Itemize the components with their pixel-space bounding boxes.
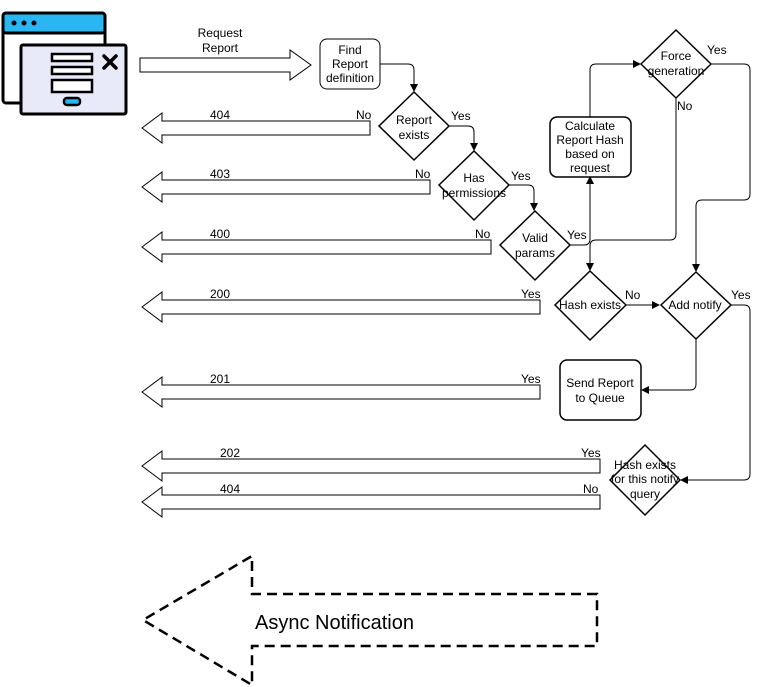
request-label-line2: Report xyxy=(202,41,239,55)
decision-valid-params: Valid params xyxy=(498,209,572,282)
svg-text:to Queue: to Queue xyxy=(575,391,625,405)
label-hash-exists-no: No xyxy=(625,288,641,302)
svg-text:Has: Has xyxy=(463,171,484,185)
response-arrow-shape xyxy=(141,171,431,203)
connectors xyxy=(380,60,751,484)
node-send-report-to-queue: Send Report to Queue xyxy=(559,359,642,421)
decision-has-permissions: Has permissions xyxy=(437,149,511,222)
response-arrow-shape xyxy=(141,450,601,482)
svg-text:Report: Report xyxy=(396,113,433,127)
edge-has-permissions-yes xyxy=(509,184,538,211)
svg-text:permissions: permissions xyxy=(442,186,506,200)
response-condition: No xyxy=(475,227,491,241)
svg-text:generation: generation xyxy=(648,64,705,78)
label-valid-params-yes: Yes xyxy=(567,228,587,242)
svg-text:Hash exists: Hash exists xyxy=(559,298,621,312)
response-arrow-shape xyxy=(141,112,371,144)
label-force-yes: Yes xyxy=(707,43,727,57)
response-code: 404 xyxy=(210,108,230,122)
response-code: 403 xyxy=(210,167,230,181)
node-calculate-report-hash: Calculate Report Hash based on request xyxy=(549,116,632,178)
svg-text:Hash exists: Hash exists xyxy=(614,458,676,472)
edge-add-notify-to-queue xyxy=(641,339,697,394)
response-condition: Yes xyxy=(521,372,541,386)
label-add-notify-yes: Yes xyxy=(731,288,751,302)
decision-report-exists: Report exists xyxy=(377,90,451,162)
response-condition: Yes xyxy=(521,287,541,301)
svg-text:Force: Force xyxy=(661,49,692,63)
async-notification-label: Async Notification xyxy=(255,612,414,634)
label-force-no: No xyxy=(677,99,693,113)
response-arrow-shape xyxy=(141,291,541,323)
response-code: 201 xyxy=(210,372,230,386)
svg-text:based on: based on xyxy=(565,147,614,161)
edge-valid-params-yes xyxy=(570,176,594,246)
request-arrow: Request Report xyxy=(139,26,312,81)
response-code: 404 xyxy=(220,482,240,496)
edge-add-notify-yes xyxy=(680,304,751,484)
async-notification-arrow: Async Notification xyxy=(140,553,599,687)
label-report-exists-yes: Yes xyxy=(451,109,471,123)
response-arrow-shape xyxy=(141,231,492,263)
response-code: 400 xyxy=(210,227,230,241)
response-code: 202 xyxy=(220,446,240,460)
svg-text:Valid: Valid xyxy=(522,231,548,245)
svg-text:request: request xyxy=(570,161,611,175)
response-condition: Yes xyxy=(581,446,601,460)
svg-text:query: query xyxy=(630,487,660,501)
response-condition: No xyxy=(415,167,431,181)
label-has-permissions-yes: Yes xyxy=(511,169,531,183)
node-find-report-definition: Find Report definition xyxy=(319,38,381,90)
response-arrow-shape xyxy=(141,376,541,408)
decision-hash-exists: Hash exists xyxy=(553,269,628,342)
edge-force-yes xyxy=(692,63,751,272)
svg-text:Report Hash: Report Hash xyxy=(556,133,623,147)
svg-text:Calculate: Calculate xyxy=(565,119,615,133)
svg-text:definition: definition xyxy=(326,71,374,85)
decision-hash-exists-notify: Hash exists for this notify query xyxy=(608,443,682,517)
decision-add-notify: Add notify xyxy=(659,270,733,341)
svg-text:for this notify: for this notify xyxy=(611,472,679,486)
svg-text:params: params xyxy=(515,246,555,260)
svg-text:Report: Report xyxy=(332,57,369,71)
edge-calc-to-force xyxy=(589,60,641,117)
response-condition: No xyxy=(583,482,599,496)
svg-text:Find: Find xyxy=(338,43,361,57)
edge-report-exists-yes xyxy=(449,125,478,151)
edge-labels: Yes Yes Yes Yes No No Yes xyxy=(451,43,751,302)
svg-text:exists: exists xyxy=(399,128,430,142)
response-condition: No xyxy=(356,108,372,122)
application-window-icon xyxy=(1,11,128,116)
edge-force-no xyxy=(586,98,677,271)
response-code: 200 xyxy=(210,287,230,301)
request-label-line1: Request xyxy=(198,26,243,40)
svg-text:Send Report: Send Report xyxy=(566,376,634,390)
edge-find-to-report-exists xyxy=(380,63,418,92)
svg-text:Add notify: Add notify xyxy=(668,298,721,312)
decision-force-generation: Force generation xyxy=(639,28,713,100)
response-arrow-shape xyxy=(141,486,601,518)
